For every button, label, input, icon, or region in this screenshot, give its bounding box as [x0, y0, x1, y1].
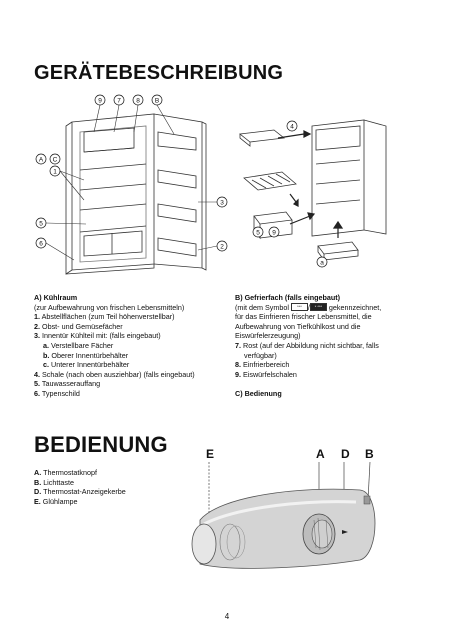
freezer-callout-5: 5	[256, 230, 260, 237]
callout-8: 8	[136, 98, 140, 105]
callout-1: 1	[53, 169, 57, 176]
list-item: 3. Innentür Kühlteil mit: (falls eingeba…	[34, 331, 161, 341]
callout-2: 2	[220, 244, 224, 251]
section-c-title: C) Bedienung	[235, 389, 282, 399]
freezer-diagram: 4 5 9 a	[239, 119, 387, 268]
control-list: A. Thermostatknopf B. Lichttaste D. Ther…	[34, 468, 126, 506]
fridge-diagram: 9 7 8 B A C 1 5 6 3 2	[35, 94, 228, 275]
control-label-b: B	[365, 447, 374, 461]
list-subitem: a. Verstellbare Fächer	[43, 340, 114, 350]
list-item: 1. Abstellflächen (zum Teil höhenverstel…	[34, 312, 175, 322]
list-item: 9. Eiswürfelschalen	[235, 369, 297, 379]
section-b-symbol-line: (mit dem Symbol ***/* *** gekennzeichnet…	[235, 302, 382, 312]
list-item: A. Thermostatknopf	[34, 468, 97, 477]
section-heading-operation: BEDIENUNG	[34, 432, 168, 457]
list-item: 8. Einfrierbereich	[235, 360, 290, 370]
callout-c: C	[53, 157, 58, 164]
list-item: E. Glühlampe	[34, 496, 78, 506]
star-symbol-icon: ***	[290, 302, 308, 311]
list-item: 2. Obst- und Gemüsefächer	[34, 321, 123, 331]
list-item: 6. Typenschild	[34, 388, 80, 398]
freezer-callout-4: 4	[290, 124, 294, 131]
section-a-title: A) Kühlraum	[34, 293, 78, 302]
control-label-d: D	[341, 447, 350, 461]
callout-3: 3	[220, 200, 224, 207]
callout-7: 7	[117, 98, 121, 105]
list-subitem: c. Unterer Innentürbehälter	[43, 360, 130, 370]
section-b-list: B) Gefrierfach (falls eingebaut) (mit de…	[235, 293, 425, 399]
section-a-list: A) Kühlraum (zur Aufbewahrung von frisch…	[34, 293, 230, 399]
list-subitem: b. Oberer Innentürbehälter	[43, 350, 129, 360]
freezer-callout-9: 9	[272, 230, 276, 237]
callout-9: 9	[98, 98, 102, 105]
list-item: D. Thermostat-Anzeigekerbe	[34, 487, 126, 497]
list-item: 5. Tauwasserauffang	[34, 379, 101, 389]
callout-5: 5	[39, 221, 43, 228]
section-b-line: Eiswürfelerzeugung)	[235, 331, 301, 341]
four-star-symbol-icon: * ***	[309, 302, 327, 311]
section-heading-description: GERÄTEBESCHREIBUNG	[34, 62, 284, 84]
list-item: B. Lichttaste	[34, 477, 74, 487]
control-label-e: E	[206, 447, 215, 461]
list-item-continuation: verfügbar)	[244, 350, 277, 360]
control-label-a: A	[316, 447, 325, 461]
section-b-line: Aufbewahrung von Tiefkühlkost und die	[235, 321, 361, 331]
section-b-title: B) Gefrierfach (falls eingebaut)	[235, 293, 341, 302]
callout-a: A	[39, 157, 44, 164]
freezer-callout-a: a	[320, 260, 324, 267]
section-b-line: für das Einfrieren frischer Lebensmittel…	[235, 312, 372, 322]
callout-b: B	[155, 98, 159, 105]
list-item: 7. Rost (auf der Abbildung nicht sichtba…	[235, 340, 379, 350]
page-number: 4	[224, 612, 230, 621]
control-panel-diagram	[191, 461, 376, 569]
callout-6: 6	[39, 241, 43, 248]
list-item: 4. Schale (nach oben ausziehbar) (falls …	[34, 369, 195, 379]
section-a-intro: (zur Aufbewahrung von frischen Lebensmit…	[34, 302, 185, 312]
